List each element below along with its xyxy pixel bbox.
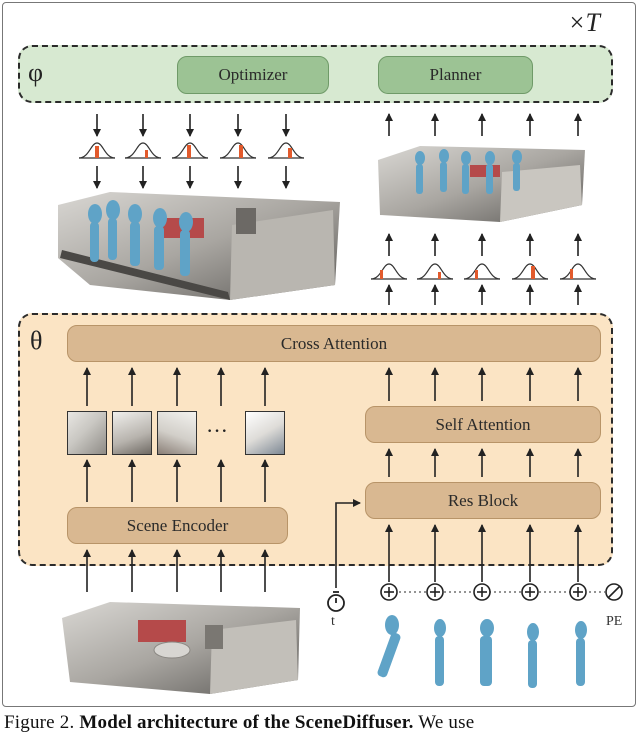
caption-bold: Model architecture of the SceneDiffuser. (79, 712, 414, 733)
scene-patch-thumbnail (157, 411, 197, 455)
scene-patch-thumbnail (112, 411, 152, 455)
figure-caption: Figure 2. Model architecture of the Scen… (4, 712, 636, 734)
timestep-path (335, 499, 361, 588)
loop-count-label: ×T (568, 8, 601, 37)
theta-symbol: θ (30, 326, 43, 355)
scene-encoder-block: Scene Encoder (67, 507, 288, 544)
res-block: Res Block (365, 482, 601, 519)
scene-input-arrows (83, 549, 269, 592)
theta-internal-arrows (83, 367, 582, 502)
gaussian-icons-left (78, 142, 305, 159)
stopwatch-icon (327, 591, 345, 612)
self-attention-block: Self Attention (365, 406, 601, 443)
gaussian-icons-right (370, 263, 597, 280)
human-meshes-left (88, 200, 193, 276)
optimizer-down-arrows (93, 114, 290, 189)
optimizer-block: Optimizer (177, 56, 329, 94)
caption-prefix: Figure 2. (4, 712, 75, 733)
planner-block: Planner (378, 56, 533, 94)
positional-encoding-icon (605, 583, 623, 601)
human-motion-sequence (377, 615, 587, 688)
phi-symbol: φ (28, 58, 44, 87)
positional-encoding-label: PE (606, 614, 623, 629)
ellipsis: ··· (206, 418, 228, 443)
add-operator-icons (380, 583, 587, 601)
optimized-scene-render (58, 192, 340, 300)
planned-scene-render (378, 146, 585, 222)
caption-suffix: We use (418, 712, 475, 733)
scene-up-arrows (385, 233, 582, 305)
cross-attention-block: Cross Attention (67, 325, 601, 362)
figure-frame (2, 2, 636, 707)
human-meshes-right (415, 149, 522, 194)
input-scene-render (62, 602, 300, 694)
timestep-label: t (331, 614, 335, 629)
scene-patch-thumbnail (245, 411, 285, 455)
scene-patch-thumbnail (67, 411, 107, 455)
motion-input-arrows (385, 524, 582, 582)
planner-up-arrows (385, 113, 582, 136)
